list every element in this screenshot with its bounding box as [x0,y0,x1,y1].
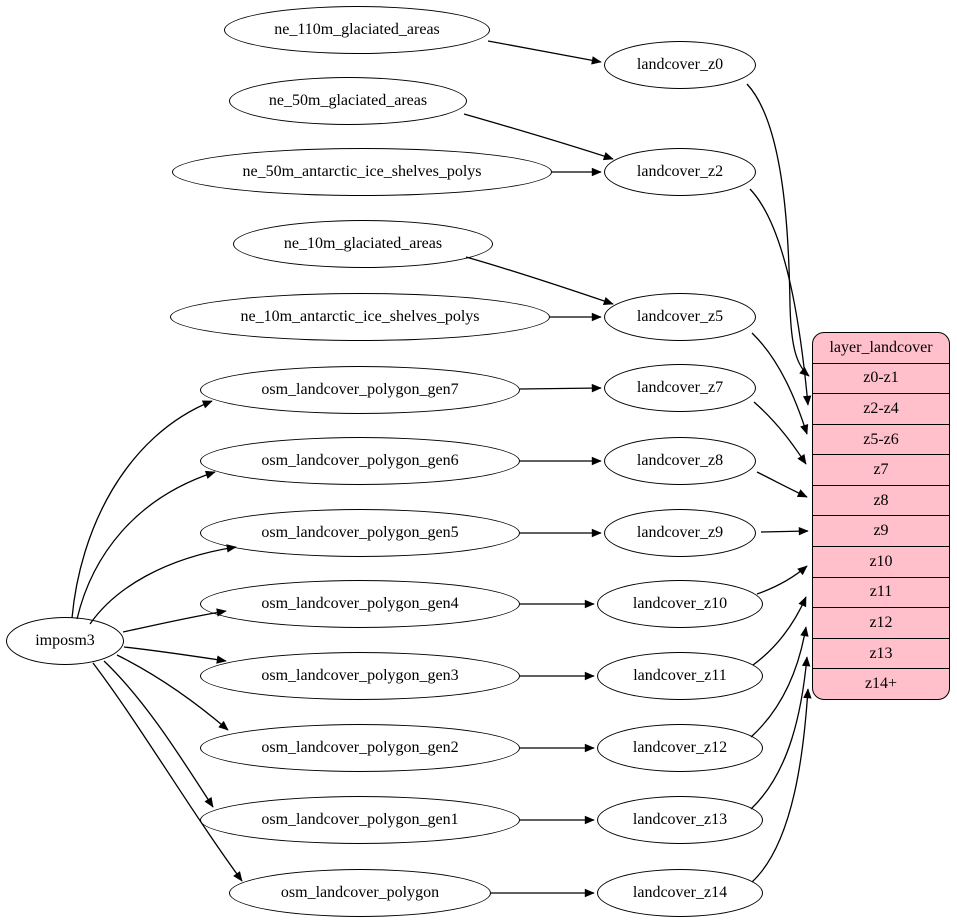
record-row-z11: z11 [813,576,949,608]
node-ne-50m-antarctic-ice-shelves-polys: ne_50m_antarctic_ice_shelves_polys [172,148,552,196]
node-ne-110m-glaciated-areas: ne_110m_glaciated_areas [224,6,490,54]
node-osm-landcover-polygon: osm_landcover_polygon [229,869,491,917]
node-landcover-z12: landcover_z12 [597,724,763,772]
node-osm-landcover-polygon-gen7: osm_landcover_polygon_gen7 [200,366,520,414]
node-landcover-z8: landcover_z8 [604,437,756,485]
edge-ne-10m-glaciated-areas-to-landcover-z5 [465,256,614,306]
edge-imposm3-to-gen7 [71,400,213,619]
edge-imposm3-to-osm-landcover-polygon [92,662,243,882]
node-ne-10m-antarctic-ice-shelves-polys: ne_10m_antarctic_ice_shelves_polys [170,293,550,341]
record-row-z8: z8 [813,484,949,516]
record-row-z9: z9 [813,515,949,546]
record-row-z14plus: z14+ [813,668,949,699]
edge-imposm3-to-gen1 [103,660,214,808]
node-osm-landcover-polygon-gen4: osm_landcover_polygon_gen4 [200,580,520,628]
node-ne-10m-glaciated-areas: ne_10m_glaciated_areas [233,220,493,268]
node-landcover-z7: landcover_z7 [604,364,756,412]
node-landcover-z13: landcover_z13 [597,796,763,844]
node-imposm3: imposm3 [6,617,124,665]
node-landcover-z14: landcover_z14 [597,869,763,917]
node-landcover-z2: landcover_z2 [604,148,756,196]
record-row-z13: z13 [813,637,949,669]
record-row-z12: z12 [813,607,949,638]
node-landcover-z5: landcover_z5 [604,293,756,341]
node-osm-landcover-polygon-gen3: osm_landcover_polygon_gen3 [200,652,520,700]
edge-gen7-to-landcover-z7 [519,383,602,393]
record-title: layer_landcover [829,338,933,356]
node-landcover-z0: landcover_z0 [604,41,756,89]
record-row-z5-z6: z5-z6 [813,423,949,455]
node-landcover-z9: landcover_z9 [604,509,756,557]
edge-z8-to-row-z8 [756,471,808,498]
edge-z0-to-row-z0-z1 [746,83,810,377]
node-landcover-z11: landcover_z11 [597,652,763,700]
node-osm-landcover-polygon-gen5: osm_landcover_polygon_gen5 [200,509,520,557]
edge-imposm3-to-gen3 [123,646,227,664]
edge-z14-to-row-z14plus [751,688,812,883]
record-layer-landcover: layer_landcover z0-z1 z2-z4 z5-z6 z7 z8 … [812,332,950,700]
node-ne-50m-glaciated-areas: ne_50m_glaciated_areas [229,77,467,125]
record-row-z0-z1: z0-z1 [813,362,949,394]
edge-z2-to-row-z2-z4 [749,188,812,406]
record-row-z7: z7 [813,454,949,485]
edge-ne-110m-glaciated-areas-to-landcover-z0 [487,40,602,65]
edge-z10-to-row-z10 [756,565,808,595]
edge-z7-to-row-z7 [753,401,807,465]
node-landcover-z10: landcover_z10 [597,580,763,628]
node-osm-landcover-polygon-gen2: osm_landcover_polygon_gen2 [200,724,520,772]
edge-ne-50m-glaciated-areas-to-landcover-z2 [463,113,614,161]
edge-imposm3-to-gen6 [76,470,216,620]
record-row-z2-z4: z2-z4 [813,393,949,424]
node-osm-landcover-polygon-gen6: osm_landcover_polygon_gen6 [200,437,520,485]
edge-z5-to-row-z5-z6 [751,332,809,435]
node-osm-landcover-polygon-gen1: osm_landcover_polygon_gen1 [200,796,520,844]
record-row-z10: z10 [813,546,949,577]
edge-z9-to-row-z9 [760,526,809,536]
edge-imposm3-to-gen4 [122,608,227,633]
